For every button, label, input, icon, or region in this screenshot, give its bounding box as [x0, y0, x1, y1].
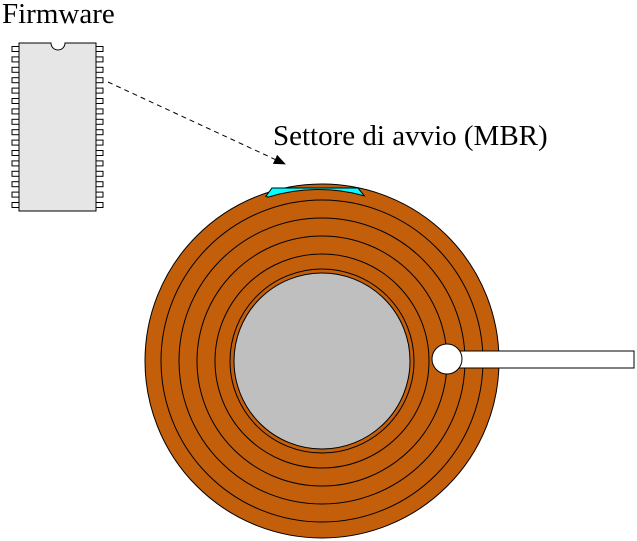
chip-pin-right — [95, 46, 104, 52]
disk-platter — [144, 183, 500, 539]
boot-sector-label: Settore di avvio (MBR) — [273, 120, 548, 152]
disk-track — [214, 253, 430, 469]
chip-pin-left — [11, 150, 20, 156]
chip-pin-right — [95, 108, 104, 115]
head-tip — [431, 343, 463, 375]
chip-pin-left — [11, 108, 20, 115]
chip-pin-right — [95, 56, 104, 63]
chip-body — [18, 42, 97, 212]
chip-pin-left — [11, 181, 20, 188]
chip-pin-right — [95, 66, 104, 73]
chip-pin-right — [95, 98, 104, 104]
chip-pin-left — [11, 77, 20, 84]
chip-pin-left — [11, 139, 20, 146]
chip-pin-left — [11, 46, 20, 52]
chip-pin-right — [95, 160, 104, 167]
disk-track — [229, 268, 415, 454]
chip-pin-left — [11, 170, 20, 177]
firmware-chip — [11, 42, 104, 212]
chip-pin-right — [95, 150, 104, 156]
chip-pin-left — [11, 118, 20, 125]
chip-pin-right — [95, 181, 104, 188]
chip-pin-left — [11, 129, 20, 136]
chip-pin-left — [11, 98, 20, 104]
read-write-head — [431, 343, 635, 375]
chip-pin-left — [11, 160, 20, 167]
chip-pin-right — [95, 118, 104, 125]
firmware-label: Firmware — [2, 0, 115, 30]
chip-pin-left — [11, 202, 20, 208]
chip-pin-right — [95, 191, 104, 198]
chip-pin-right — [95, 77, 104, 84]
chip-pin-left — [11, 191, 20, 198]
chip-pin-right — [95, 129, 104, 136]
chip-pin-right — [95, 139, 104, 146]
chip-pin-left — [11, 87, 20, 94]
chip-pin-right — [95, 87, 104, 94]
chip-pin-right — [95, 170, 104, 177]
chip-pin-right — [95, 202, 104, 208]
boot-sector — [264, 187, 366, 198]
head-arm — [445, 350, 635, 369]
chip-pin-left — [11, 66, 20, 73]
disk-hub — [233, 272, 411, 450]
chip-pin-left — [11, 56, 20, 63]
boot-arrow — [107, 81, 286, 165]
